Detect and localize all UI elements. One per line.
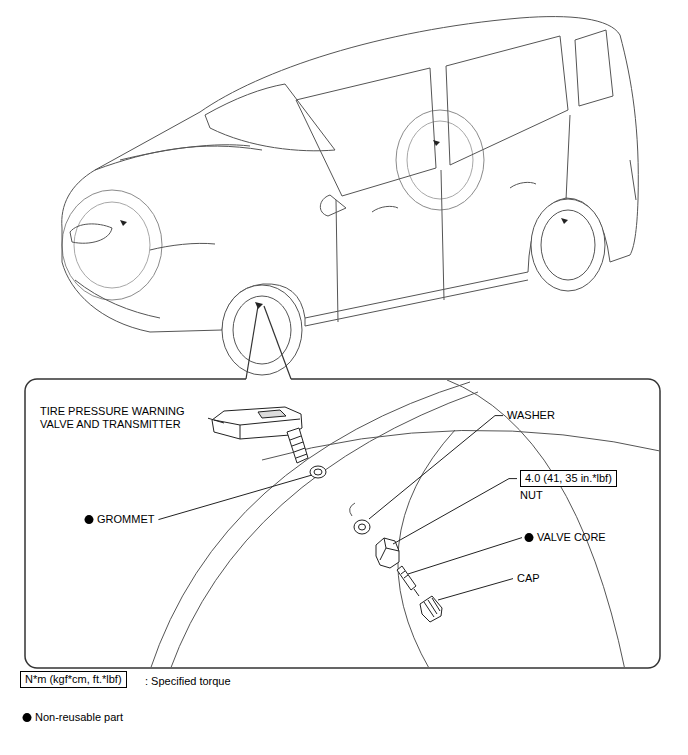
torque-spec-box: 4.0 (41, 35 in.*lbf) NUT xyxy=(520,470,617,502)
detail-panel xyxy=(25,379,660,668)
part-label: WASHER xyxy=(507,409,555,422)
part-label: GROMMET xyxy=(97,513,154,526)
torque-value: 4.0 (41, 35 in.*lbf) xyxy=(520,470,617,487)
leader-line xyxy=(393,479,517,544)
legend-torque-box: N*m (kgf*cm, ft.*lbf) xyxy=(20,671,127,688)
legend-item: Non-reusable part xyxy=(35,711,123,724)
part-label: TIRE PRESSURE WARNING VALVE AND TRANSMIT… xyxy=(40,405,205,431)
torque-value: N*m (kgf*cm, ft.*lbf) xyxy=(20,671,127,688)
leader-line xyxy=(438,579,513,600)
label-wrap: VALVE CORE xyxy=(537,531,606,544)
leader-line xyxy=(369,416,503,519)
tire-arcs xyxy=(150,380,659,667)
sensor-parts xyxy=(212,407,442,622)
label-wrap: WASHER xyxy=(507,409,555,422)
legend-item: : Specified torque xyxy=(145,675,231,688)
label-wrap: CAP xyxy=(517,572,540,585)
part-label: VALVE CORE xyxy=(537,531,606,544)
non-reusable-dot xyxy=(23,713,32,722)
non-reusable-dot xyxy=(525,533,534,542)
leader-line xyxy=(208,418,224,423)
part-label: CAP xyxy=(517,572,540,585)
callout-pointer xyxy=(246,306,291,379)
valve-marker xyxy=(120,140,568,309)
part-label: NUT xyxy=(520,489,617,502)
leader-line xyxy=(158,475,312,520)
legend-text: Non-reusable part xyxy=(35,711,123,724)
car-drawing xyxy=(62,17,639,375)
label-wrap: GROMMET xyxy=(97,513,154,526)
non-reusable-dot xyxy=(85,515,94,524)
leader-line xyxy=(408,538,522,574)
legend-text: : Specified torque xyxy=(145,675,231,688)
label-wrap: TIRE PRESSURE WARNING VALVE AND TRANSMIT… xyxy=(40,405,205,431)
